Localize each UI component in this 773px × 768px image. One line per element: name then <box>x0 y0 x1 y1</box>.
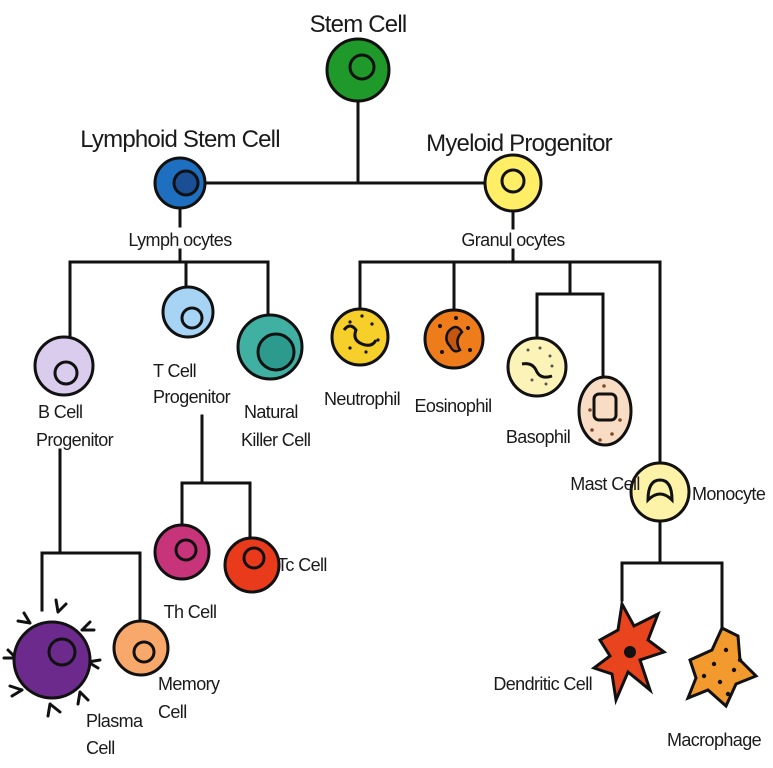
dendritic-cell-label: Dendritic Cell <box>493 674 592 694</box>
stem-cell-label: Stem Cell <box>310 11 407 38</box>
t-cell-progenitor-label-2: Progenitor <box>153 387 231 407</box>
eosinophil-label: Eosinophil <box>414 396 491 416</box>
b-cell-progenitor-icon <box>35 337 93 395</box>
monocyte-label: Monocyte <box>692 484 766 504</box>
mast-cell-icon <box>579 377 631 445</box>
tc-cell-icon <box>225 538 279 592</box>
b-cell-progenitor-label-1: B Cell <box>38 402 82 422</box>
lymphoid-stem-cell-label: Lymphoid Stem Cell <box>80 126 279 153</box>
natural-killer-cell-icon <box>238 315 302 379</box>
tc-cell-label: Tc Cell <box>277 555 327 575</box>
macrophage-icon <box>688 628 756 706</box>
neutrophil-icon <box>332 309 388 365</box>
eosinophil-icon <box>425 310 483 368</box>
myeloid-progenitor-icon <box>485 155 541 211</box>
plasma-cell-label-2: Cell <box>86 738 115 758</box>
lymphocytes-label: Lymph ocytes <box>128 230 232 250</box>
th-cell-icon <box>155 525 209 579</box>
t-cell-progenitor-label-1: T Cell <box>153 361 196 381</box>
memory-cell-label-2: Cell <box>158 702 187 722</box>
b-cell-progenitor-label-2: Progenitor <box>36 430 114 450</box>
macrophage-label: Macrophage <box>667 730 762 750</box>
t-cell-progenitor-icon <box>163 287 213 337</box>
dendritic-cell-icon <box>594 604 664 700</box>
basophil-icon <box>508 338 566 396</box>
natural-killer-label-1: Natural <box>244 402 298 422</box>
memory-cell-label-1: Memory <box>158 674 220 694</box>
plasma-cell-label-1: Plasma <box>86 711 144 731</box>
plasma-cell-icon <box>4 600 100 716</box>
connector-lines <box>42 100 722 628</box>
granulocytes-label: Granul ocytes <box>461 230 565 250</box>
th-cell-label: Th Cell <box>164 602 217 622</box>
memory-cell-icon <box>114 621 168 675</box>
stem-cell-icon <box>327 39 389 101</box>
neutrophil-label: Neutrophil <box>324 389 400 409</box>
basophil-label: Basophil <box>506 427 570 447</box>
lymphoid-stem-cell-icon <box>155 158 205 208</box>
mast-cell-label: Mast Cell <box>570 474 640 494</box>
natural-killer-label-2: Killer Cell <box>241 430 310 450</box>
myeloid-progenitor-label: Myeloid Progenitor <box>426 130 613 157</box>
